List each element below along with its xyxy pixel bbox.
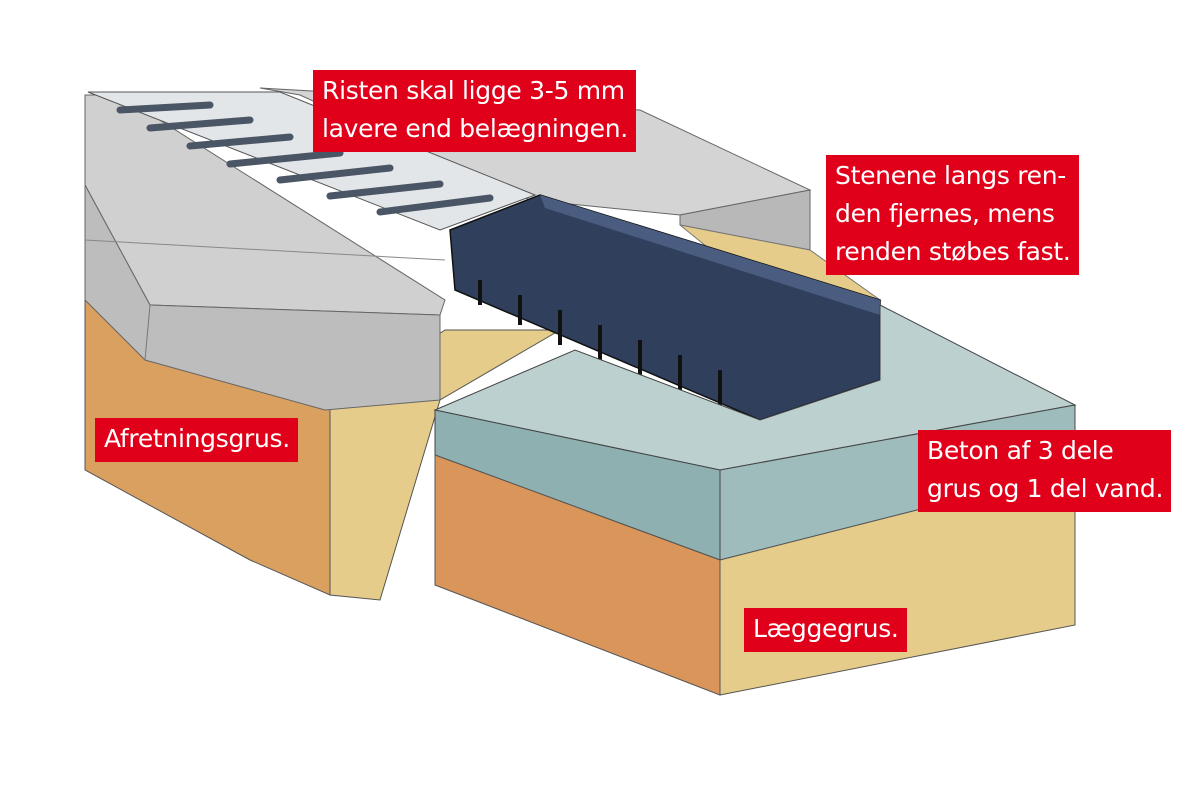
grate-slots xyxy=(116,101,494,216)
laying-gravel-label: Læggegrus. xyxy=(744,608,907,652)
grate-level-label: Risten skal ligge 3-5 mm lavere end belæ… xyxy=(313,70,636,152)
stones-removed-label: Stenene langs ren- den fjernes, mens ren… xyxy=(826,155,1079,275)
paver-joint xyxy=(84,239,446,261)
channel-lip xyxy=(540,195,880,315)
concrete-mix-label: Beton af 3 dele grus og 1 del vand. xyxy=(918,430,1172,512)
left-pavers-front xyxy=(84,184,441,411)
paver-joint xyxy=(144,304,151,361)
leveling-gravel-label: Afretningsgrus. xyxy=(95,418,298,462)
